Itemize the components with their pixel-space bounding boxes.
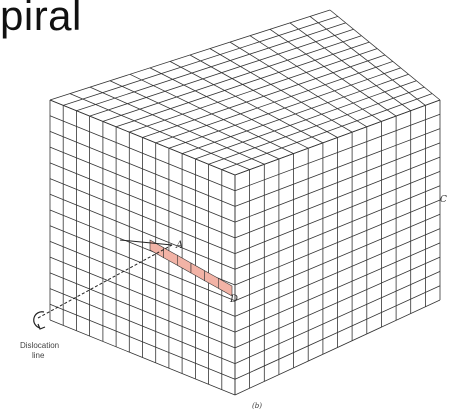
- top-face-grid-line: [230, 42, 367, 127]
- top-face-grid-line: [210, 49, 352, 133]
- label-d: D: [229, 294, 238, 305]
- slip-plane-cell: [205, 271, 219, 289]
- slip-plane-cell: [177, 255, 191, 273]
- dislocation-line: [38, 245, 172, 318]
- label-a: A: [175, 240, 183, 251]
- slip-plane-cell: [191, 263, 205, 281]
- label-c: C: [440, 195, 447, 205]
- figure-label: (b): [252, 402, 262, 410]
- top-face-grid-line: [270, 29, 396, 116]
- top-face-grid-line: [250, 36, 381, 122]
- label-dislocation: Dislocation: [20, 341, 59, 350]
- top-face-grid-line: [209, 87, 425, 164]
- top-face-grid-line: [310, 16, 425, 105]
- top-face-grid-line: [290, 23, 411, 111]
- lattice-cube: [50, 10, 440, 395]
- label-line: line: [32, 351, 45, 360]
